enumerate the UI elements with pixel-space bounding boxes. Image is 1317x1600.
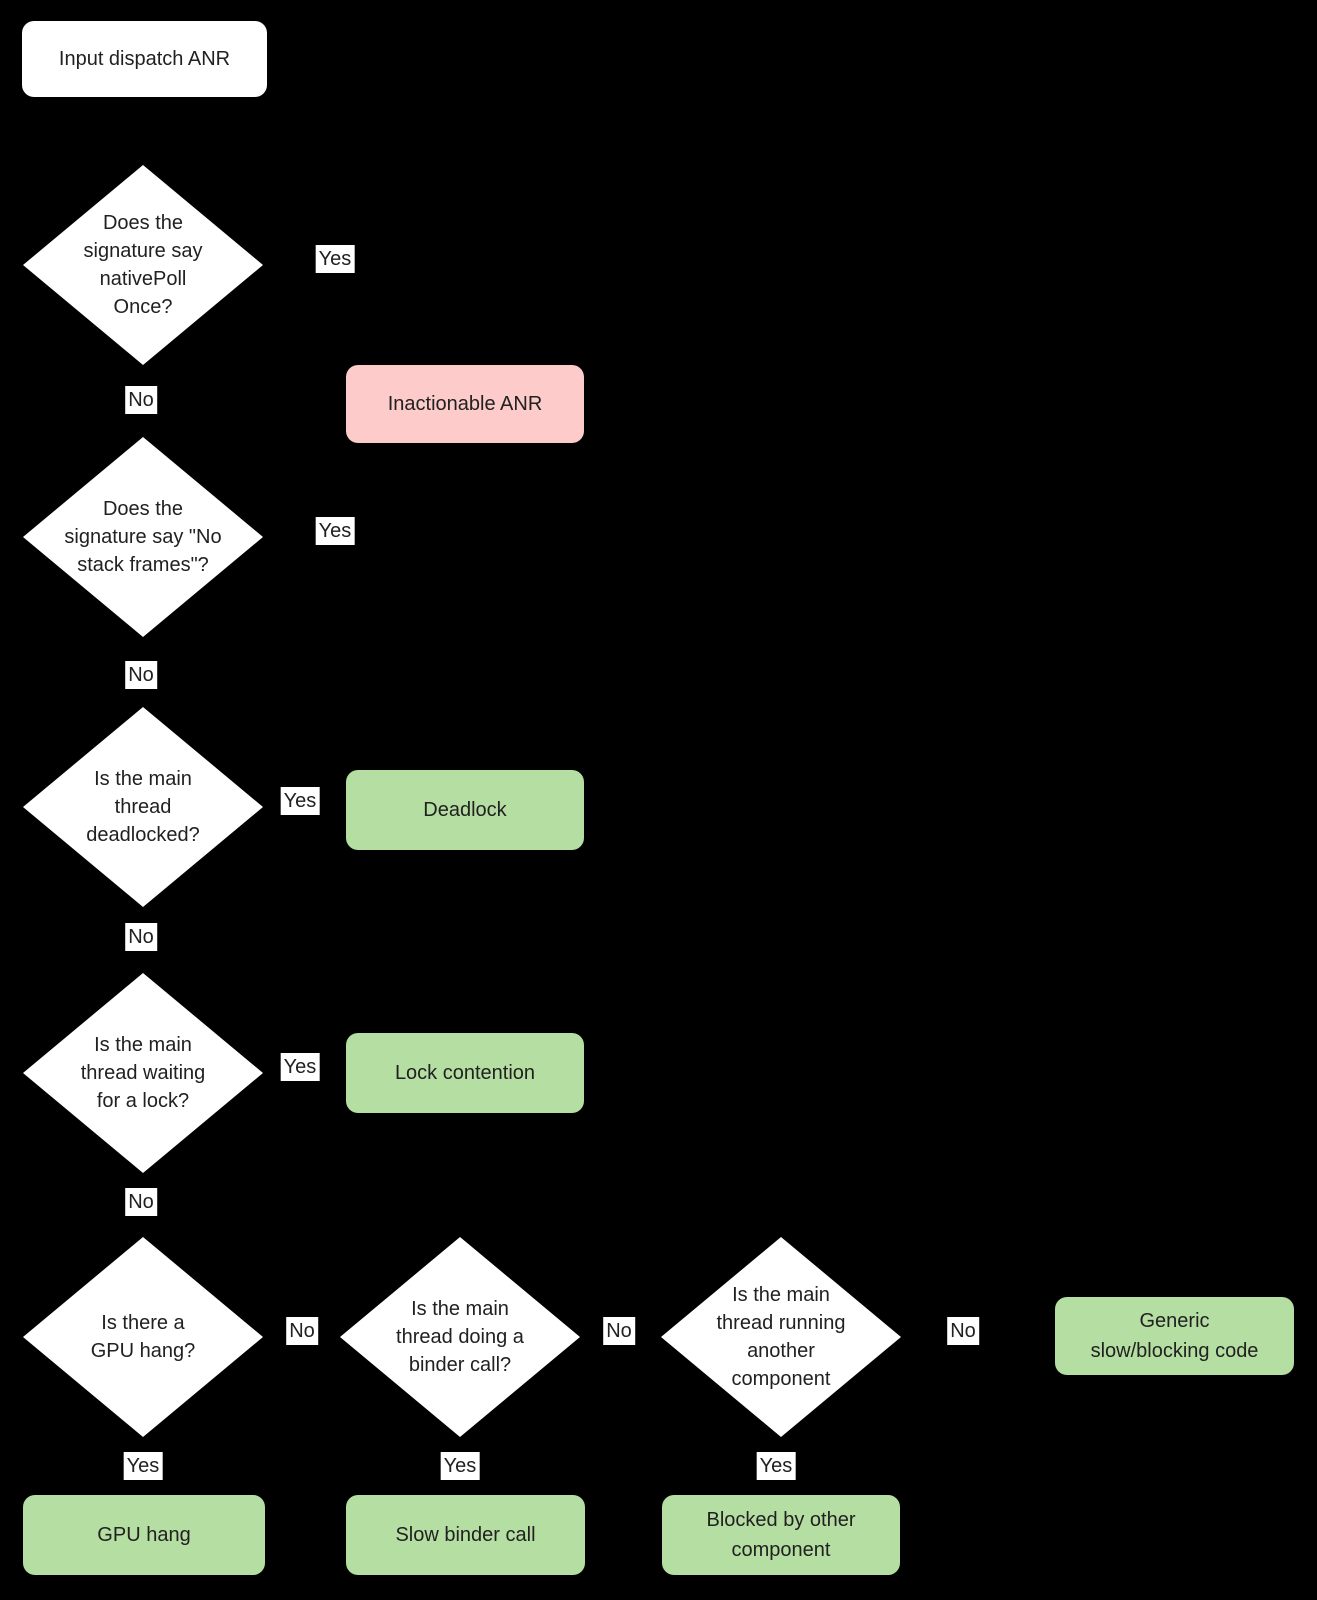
outcome-gpu-hang: GPU hang [23, 1495, 265, 1575]
outcome-inactionable-anr: Inactionable ANR [346, 365, 584, 443]
edge-label-waiting-lock-no: No [125, 1188, 157, 1216]
edge-label-binder-call-yes: Yes [440, 1452, 480, 1480]
outcome-deadlock: Deadlock [346, 770, 584, 850]
decision-another-component: Is the main thread running another compo… [661, 1237, 901, 1437]
edge-label-binder-call-no: No [603, 1317, 635, 1345]
edge-label-gpu-hang-no: No [286, 1317, 318, 1345]
edge-label-another-component-yes: Yes [756, 1452, 796, 1480]
decision-signature-nativepollonce: Does the signature say nativePoll Once? [23, 165, 263, 365]
edge-label-gpu-hang-yes: Yes [123, 1452, 163, 1480]
edge-label-waiting-lock-yes: Yes [280, 1053, 320, 1081]
edge-label-deadlocked-yes: Yes [280, 787, 320, 815]
decision-main-thread-deadlocked: Is the main thread deadlocked? [23, 707, 263, 907]
outcome-lock-contention: Lock contention [346, 1033, 584, 1113]
edge-label-nativepoll-yes: Yes [315, 245, 355, 273]
outcome-slow-binder-call: Slow binder call [346, 1495, 585, 1575]
decision-binder-call: Is the main thread doing a binder call? [340, 1237, 580, 1437]
edge-label-another-component-no: No [947, 1317, 979, 1345]
decision-gpu-hang: Is there a GPU hang? [23, 1237, 263, 1437]
edge-label-nativepoll-no: No [125, 386, 157, 414]
edge-label-no-stack-frames-yes: Yes [315, 517, 355, 545]
edge-label-no-stack-frames-no: No [125, 661, 157, 689]
decision-signature-no-stack-frames: Does the signature say "No stack frames"… [23, 437, 263, 637]
outcome-generic-slow-blocking-code: Generic slow/blocking code [1055, 1297, 1294, 1375]
edge-label-deadlocked-no: No [125, 923, 157, 951]
start-node-input-dispatch-anr: Input dispatch ANR [22, 21, 267, 97]
outcome-blocked-by-other-component: Blocked by other component [662, 1495, 900, 1575]
decision-main-thread-waiting-lock: Is the main thread waiting for a lock? [23, 973, 263, 1173]
